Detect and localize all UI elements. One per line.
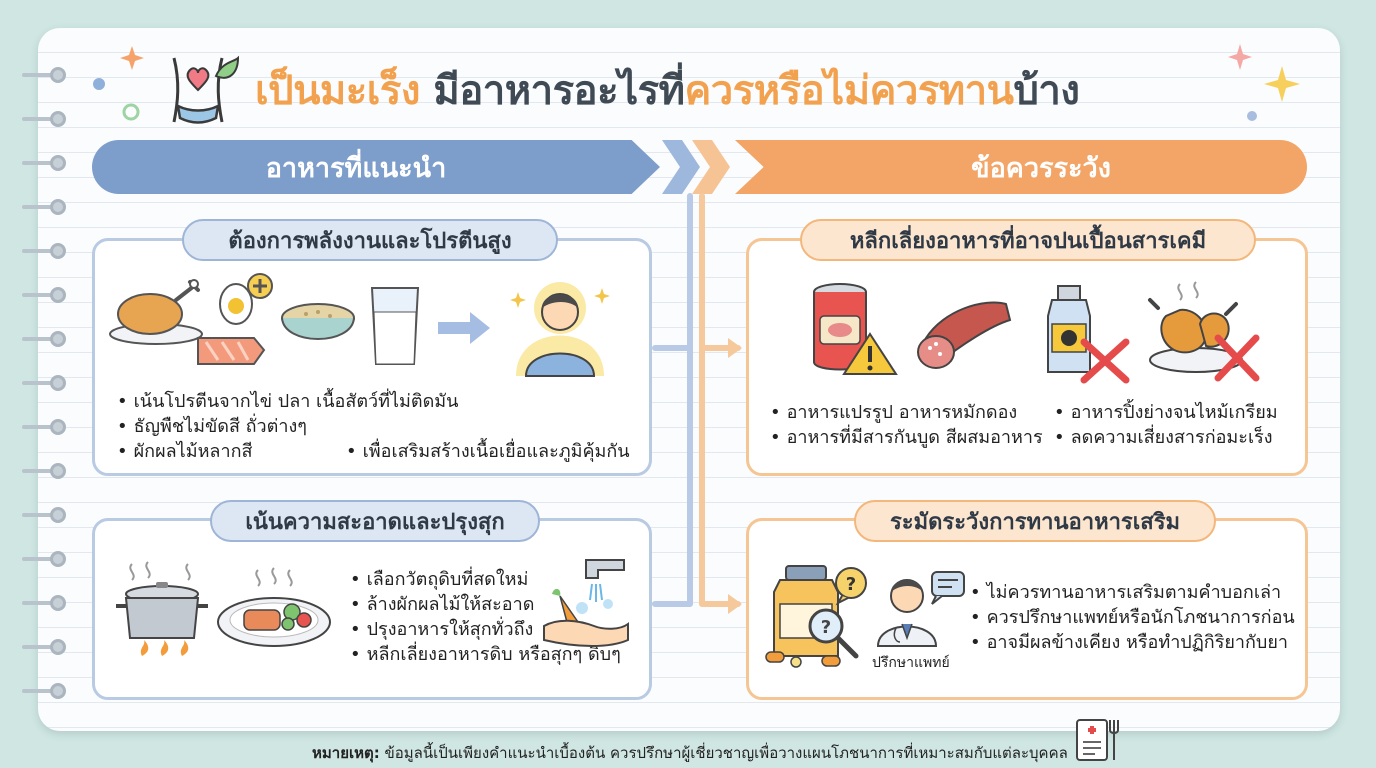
title-part-1: เป็นมะเร็ง xyxy=(255,68,420,114)
list-item: อาหารที่มีสารกันบูด สีผสมอาหาร xyxy=(770,425,1043,450)
svg-text:?: ? xyxy=(821,617,831,638)
spiral-ring xyxy=(22,375,66,391)
spiral-ring xyxy=(22,287,66,303)
supplement-heading-text: ระมัดระวังการทานอาหารเสริม xyxy=(889,509,1181,535)
healthy-person-icon xyxy=(510,282,610,377)
clean-cooked-heading-text: เน้นความสะอาดและปรุงสุก xyxy=(245,509,505,535)
footer-note-text: ข้อมูลนี้เป็นเพียงคำแนะนำเบื้องต้น ควรปร… xyxy=(379,744,1068,762)
spiral-ring xyxy=(22,419,66,435)
list-item: เน้นโปรตีนจากไข่ ปลา เนื้อสัตว์ที่ไม่ติด… xyxy=(117,389,459,414)
list-item: อาจมีผลข้างเคียง หรือทำปฏิกิริยากับยา xyxy=(970,630,1295,655)
cooking-pot-icon xyxy=(116,561,208,656)
spiral-ring xyxy=(22,331,66,347)
washing-produce-icon xyxy=(543,559,629,647)
page-title: เป็นมะเร็ง มีอาหารอะไรที่ควรหรือไม่ควรทา… xyxy=(255,58,1080,122)
spiral-ring xyxy=(22,639,66,655)
recommended-food-banner: อาหารที่แนะนำ xyxy=(92,140,660,194)
list-item: ล้างผักผลไม้ให้สะอาด xyxy=(350,592,621,617)
cooked-meal-icon xyxy=(217,567,331,647)
clipboard-food-icon xyxy=(1076,719,1119,761)
list-item: เลือกวัตถุดิบที่สดใหม่ xyxy=(350,567,621,592)
milk-glass-icon xyxy=(370,287,420,365)
right-arrow-icon xyxy=(438,312,490,344)
supplement-heading: ระมัดระวังการทานอาหารเสริม xyxy=(854,500,1216,542)
spiral-ring xyxy=(22,507,66,523)
chemical-bullets-right: อาหารปิ้งย่างจนไหม้เกรียม ลดความเสี่ยงสา… xyxy=(1054,400,1278,450)
clean-cooked-heading: เน้นความสะอาดและปรุงสุก xyxy=(210,500,540,542)
spiral-ring xyxy=(22,683,66,699)
spiral-ring xyxy=(22,463,66,479)
clean-cooked-bullets: เลือกวัตถุดิบที่สดใหม่ ล้างผักผลไม้ให้สะ… xyxy=(350,567,621,667)
grain-bowl-icon xyxy=(281,303,355,340)
chemical-bullets-left: อาหารแปรรูป อาหารหมักดอง อาหารที่มีสารกั… xyxy=(770,400,1043,450)
energy-protein-bullets: เน้นโปรตีนจากไข่ ปลา เนื้อสัตว์ที่ไม่ติด… xyxy=(117,389,459,464)
roast-chicken-icon xyxy=(109,279,203,345)
question-bubble-icon: ? xyxy=(835,567,867,606)
footer-note: หมายเหตุ: ข้อมูลนี้เป็นเพียงคำแนะนำเบื้อ… xyxy=(312,741,1068,765)
list-item: ธัญพืชไม่ขัดสี ถั่วต่างๆ xyxy=(117,414,458,439)
spiral-ring xyxy=(22,67,66,83)
caution-banner: ข้อควรระวัง xyxy=(735,140,1307,194)
canned-food-warning-icon xyxy=(813,283,898,375)
doctor-caption: ปรึกษาแพทย์ xyxy=(872,655,950,671)
doctor-icon xyxy=(876,571,965,647)
list-item: เพื่อเสริมสร้างเนื้อเยื่อและภูมิคุ้มกัน xyxy=(346,439,630,464)
list-item: หลีกเลี่ยงอาหารดิบ หรือสุกๆ ดิบๆ xyxy=(350,642,621,667)
chemical-bottle-crossed-icon xyxy=(1047,285,1130,384)
title-part-3: ควรหรือไม่ควรทาน xyxy=(684,68,1014,114)
waist-heart-icon xyxy=(172,55,240,124)
footer-note-label: หมายเหตุ: xyxy=(312,744,380,762)
title-part-4: บ้าง xyxy=(1013,68,1080,114)
supplement-bottle-icon: ? xyxy=(765,565,859,668)
title-part-2: มีอาหารอะไรที่ xyxy=(433,68,685,114)
fried-chicken-crossed-icon xyxy=(1148,281,1260,382)
chevron-divider-icon xyxy=(662,140,730,194)
spiral-ring xyxy=(22,199,66,215)
spiral-ring xyxy=(22,155,66,171)
caution-label: ข้อควรระวัง xyxy=(971,152,1111,184)
list-item: อาหารแปรรูป อาหารหมักดอง xyxy=(770,400,1043,425)
list-item: ลดความเสี่ยงสารก่อมะเร็ง xyxy=(1054,425,1278,450)
recommended-food-label: อาหารที่แนะนำ xyxy=(265,152,447,184)
list-item: ปรุงอาหารให้สุกทั่วถึง xyxy=(350,617,621,642)
energy-protein-heading-text: ต้องการพลังงานและโปรตีนสูง xyxy=(228,228,512,254)
list-item: ไม่ควรทานอาหารเสริมตามคำบอกเล่า xyxy=(970,580,1295,605)
list-item: อาหารปิ้งย่างจนไหม้เกรียม xyxy=(1054,400,1278,425)
energy-protein-heading: ต้องการพลังงานและโปรตีนสูง xyxy=(182,219,558,261)
egg-plus-icon xyxy=(219,273,273,325)
spiral-ring xyxy=(22,243,66,259)
energy-protein-extra: เพื่อเสริมสร้างเนื้อเยื่อและภูมิคุ้มกัน xyxy=(346,439,630,464)
supplement-bullets: ไม่ควรทานอาหารเสริมตามคำบอกเล่า ควรปรึกษ… xyxy=(970,580,1295,655)
svg-text:?: ? xyxy=(846,574,856,595)
sausage-icon xyxy=(917,301,1012,369)
list-item: ผักผลไม้หลากสี xyxy=(117,439,458,464)
spiral-ring xyxy=(22,111,66,127)
spiral-ring xyxy=(22,595,66,611)
spiral-ring xyxy=(22,551,66,567)
salmon-icon xyxy=(197,337,266,365)
chemical-heading: หลีกเลี่ยงอาหารที่อาจปนเปื้อนสารเคมี xyxy=(800,219,1256,261)
chemical-heading-text: หลีกเลี่ยงอาหารที่อาจปนเปื้อนสารเคมี xyxy=(849,228,1207,254)
list-item: ควรปรึกษาแพทย์หรือนักโภชนาการก่อน xyxy=(970,605,1295,630)
